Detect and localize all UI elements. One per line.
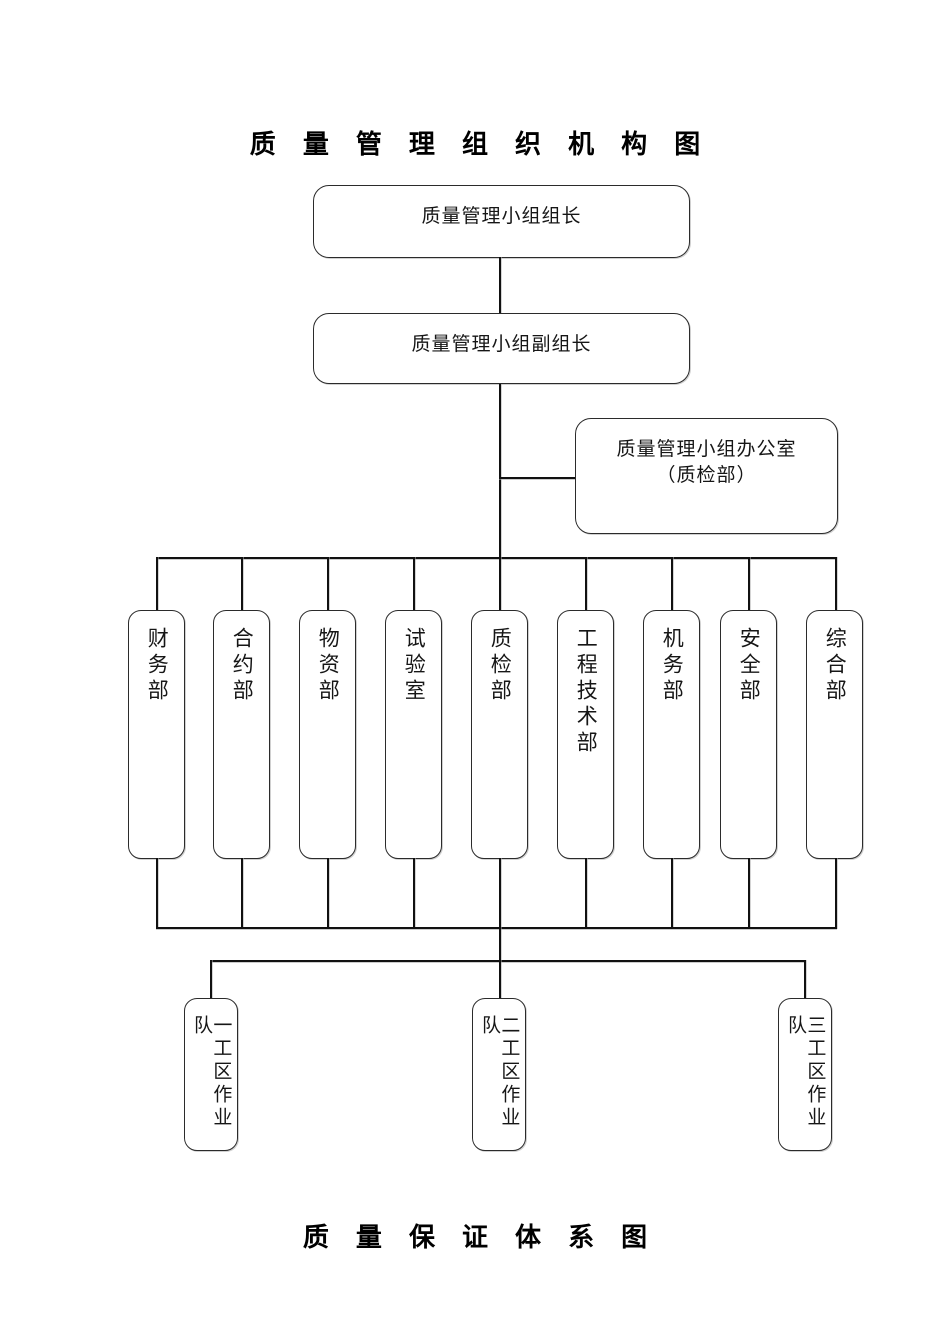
node-department-6: 工程技术部	[557, 610, 614, 859]
page-caption: 质 量 保 证 体 系 图	[302, 1223, 657, 1253]
node-label-work-team-2: 二工区作业队	[479, 1015, 521, 1130]
connector-dept-out-6	[585, 858, 587, 929]
connector-dept-drop-6	[585, 557, 587, 612]
node-work-team-2: 二工区作业队	[472, 998, 526, 1151]
connector-dept-out-5	[499, 858, 501, 929]
node-department-7: 机务部	[643, 610, 700, 859]
connector-dept-drop-5	[499, 557, 501, 612]
connector-dept-out-9	[835, 858, 837, 929]
connector-dept-drop-7	[671, 557, 673, 612]
node-label-department-1: 财务部	[145, 627, 170, 705]
node-label-department-8: 安全部	[737, 627, 762, 705]
node-label-department-5: 质检部	[488, 627, 513, 705]
connector-dept-drop-1	[156, 557, 158, 612]
connector-dept-out-2	[241, 858, 243, 929]
node-department-1: 财务部	[128, 610, 185, 859]
connector-dept-out-8	[748, 858, 750, 929]
node-label-department-4: 试验室	[402, 627, 427, 705]
node-label-department-9: 综合部	[823, 627, 848, 705]
connector-dept-drop-2	[241, 557, 243, 612]
connector-spine-to-office	[499, 477, 576, 479]
node-label-department-7: 机务部	[660, 627, 685, 705]
node-label-department-2: 合约部	[230, 627, 255, 705]
connector-dept-drop-4	[413, 557, 415, 612]
connector-dept-drop-8	[748, 557, 750, 612]
bus-departments-top	[156, 557, 837, 559]
node-quality-group-office: 质量管理小组办公室 （质检部）	[575, 418, 838, 534]
node-quality-group-leader: 质量管理小组组长	[313, 185, 690, 258]
connector-dept-out-3	[327, 858, 329, 929]
node-label-department-3: 物资部	[316, 627, 341, 705]
bus-departments-bottom	[156, 927, 837, 929]
connector-work-team-drop-2	[499, 960, 501, 999]
node-department-4: 试验室	[385, 610, 442, 859]
node-label-work-team-1: 一工区作业队	[191, 1015, 233, 1130]
node-department-2: 合约部	[213, 610, 270, 859]
connector-dept-drop-9	[835, 557, 837, 612]
node-label-deputy-leader: 质量管理小组副组长	[411, 333, 592, 355]
connector-work-team-drop-3	[804, 960, 806, 999]
node-department-8: 安全部	[720, 610, 777, 859]
connector-dept-out-7	[671, 858, 673, 929]
connector-dept-out-4	[413, 858, 415, 929]
node-work-team-3: 三工区作业队	[778, 998, 832, 1151]
node-quality-group-deputy-leader: 质量管理小组副组长	[313, 313, 690, 384]
connector-departments-to-work-teams	[499, 927, 501, 962]
connector-leader-to-deputy	[499, 257, 501, 314]
node-department-9: 综合部	[806, 610, 863, 859]
page-title: 质 量 管 理 组 织 机 构 图	[249, 130, 710, 160]
node-department-3: 物资部	[299, 610, 356, 859]
node-label-work-team-3: 三工区作业队	[785, 1015, 827, 1130]
connector-work-team-drop-1	[210, 960, 212, 999]
connector-dept-drop-3	[327, 557, 329, 612]
connector-dept-out-1	[156, 858, 158, 929]
connector-deputy-spine	[499, 384, 501, 559]
node-department-5: 质检部	[471, 610, 528, 859]
bus-work-teams	[210, 960, 806, 962]
node-work-team-1: 一工区作业队	[184, 998, 238, 1151]
node-label-department-6: 工程技术部	[574, 627, 599, 757]
node-label-leader: 质量管理小组组长	[421, 205, 582, 227]
node-label-office: 质量管理小组办公室 （质检部）	[616, 438, 797, 486]
